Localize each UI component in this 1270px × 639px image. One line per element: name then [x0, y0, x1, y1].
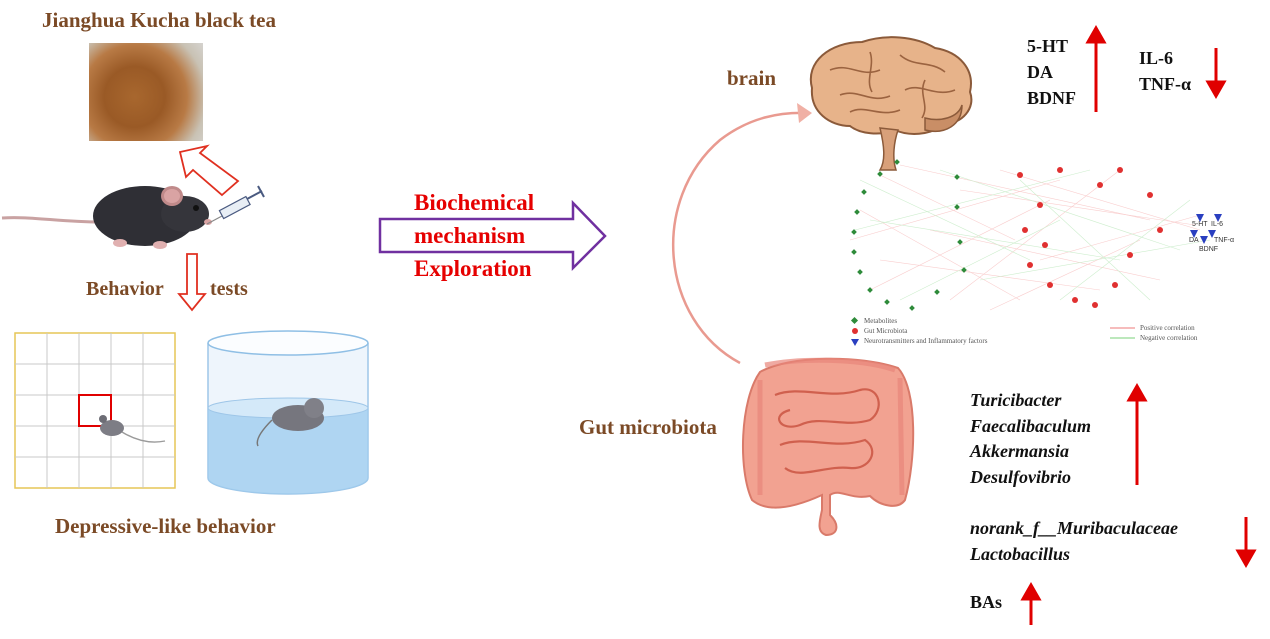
legend-metabolites: Metabolites: [864, 317, 898, 325]
taxon-lactobacillus: Lactobacillus: [970, 543, 1070, 564]
depressive-behavior-label: Depressive-like behavior: [55, 514, 276, 538]
open-field-test-icon: [14, 332, 176, 489]
marker-da: DA: [1027, 62, 1053, 82]
taxon-akkermansia: Akkermansia: [970, 441, 1070, 461]
mechanism-line3: Exploration: [414, 256, 532, 281]
bas-label: BAs: [970, 592, 1003, 612]
taxon-desulfovibrio: Desulfovibrio: [970, 466, 1071, 487]
legend-microbiota: Gut Microbiota: [864, 327, 908, 335]
up-neuro-list: 5-HT DA BDNF: [1027, 33, 1076, 111]
brain-label: brain: [727, 66, 777, 90]
up-arrow-icon: [1020, 581, 1042, 625]
factor-label: 5-HT: [1192, 221, 1208, 228]
tests-label: tests: [210, 278, 248, 300]
down-taxa-list: norank_f__Muribaculaceae Lactobacillus: [970, 516, 1178, 567]
taxon-turicibacter: Turicibacter: [970, 390, 1062, 410]
metabolite-legend-icon: [850, 316, 859, 325]
mouse-icon: [1, 186, 212, 249]
marker-il6: IL-6: [1139, 48, 1174, 68]
syringe-icon: [206, 185, 265, 225]
factor-label: DA: [1189, 237, 1199, 244]
gut-brain-curve-arrow-icon: [671, 103, 812, 365]
gut-label: Gut microbiota: [579, 415, 717, 439]
taxon-faecalibaculum: Faecalibaculum: [970, 415, 1091, 436]
factor-label: TNF-α: [1214, 237, 1234, 244]
intestine-icon: [741, 357, 915, 537]
legend-negative: Negative correlation: [1140, 334, 1198, 342]
network-legend: [850, 316, 1135, 346]
taxon-muribaculaceae: norank_f__Muribaculaceae: [970, 518, 1179, 538]
marker-tnfa: TNF-α: [1139, 74, 1192, 94]
factor-legend-icon: [851, 339, 859, 346]
tea-powder-image: [89, 43, 203, 141]
forced-swim-test-icon: [207, 330, 369, 495]
metabolite-nodes: [851, 159, 967, 311]
tea-title: Jianghua Kucha black tea: [42, 8, 276, 32]
microbiota-nodes: [1017, 167, 1163, 308]
legend-neuro: Neurotransmitters and Inflammatory facto…: [864, 337, 988, 345]
factor-label: IL-6: [1211, 221, 1223, 228]
mechanism-arrow-icon: [378, 199, 607, 272]
marker-5ht: 5-HT: [1027, 36, 1069, 56]
hollow-up-arrow-icon: [178, 144, 240, 197]
mechanism-line1: Biochemical: [414, 190, 535, 215]
down-arrow-icon: [1205, 48, 1227, 100]
down-neuro-list: IL-6 TNF-α: [1139, 45, 1191, 97]
up-arrow-icon: [1126, 382, 1148, 485]
microbiota-legend-icon: [852, 328, 858, 334]
hollow-down-arrow-icon: [177, 253, 207, 312]
up-taxa-list: Turicibacter Faecalibaculum Akkermansia …: [970, 388, 1091, 490]
factor-label: BDNF: [1199, 246, 1218, 253]
legend-positive: Positive correlation: [1140, 324, 1195, 332]
marker-bdnf: BDNF: [1027, 88, 1076, 108]
up-arrow-icon: [1085, 24, 1107, 112]
behavior-label: Behavior: [86, 278, 164, 300]
factor-labels: 5-HT IL-6 DA TNF-α BDNF: [1189, 221, 1234, 253]
down-arrow-icon: [1235, 517, 1257, 569]
brain-icon: [809, 36, 973, 171]
factor-nodes: [1190, 214, 1222, 244]
network-edges: [849, 164, 1211, 311]
mechanism-line2: mechanism: [414, 223, 526, 248]
